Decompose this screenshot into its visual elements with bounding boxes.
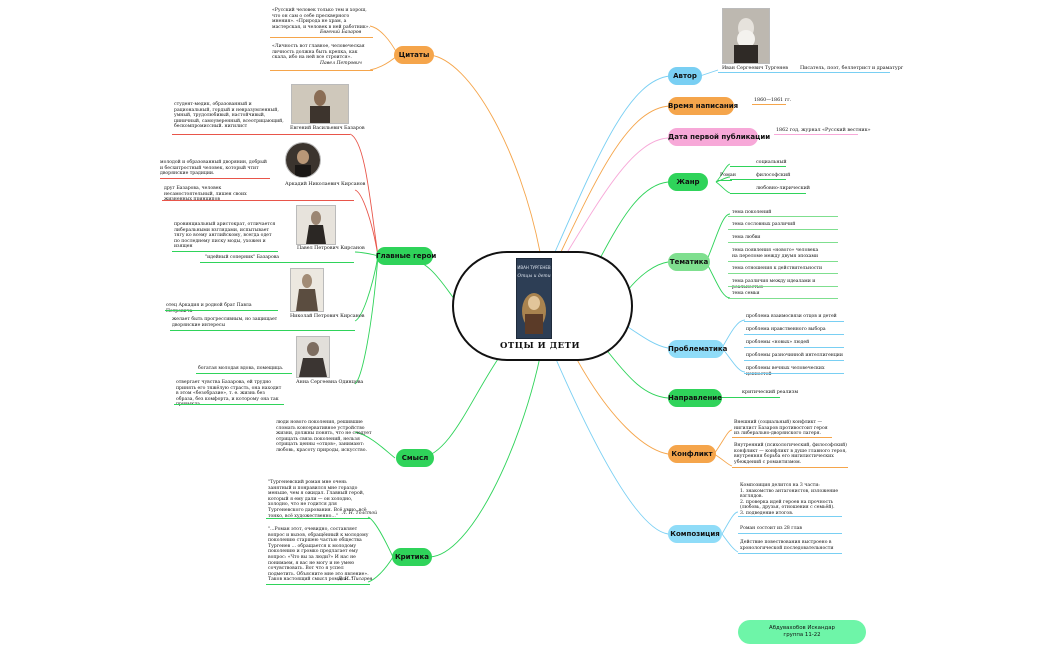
node-problems[interactable]: Проблематика (668, 340, 727, 358)
portrait-bazarov (291, 84, 349, 124)
theme-5: тема отношения к действительности (732, 266, 823, 271)
genre-sub-2: философский (756, 173, 791, 178)
desc-odintsova-1: богатая молодая вдова, помещица. (198, 366, 284, 371)
portrait-turgenev (722, 8, 770, 64)
caption-bazarov: Евгений Васильевич Базаров (290, 126, 365, 131)
portrait-nikolai (290, 268, 324, 312)
cover-author: ИВАН ТУРГЕНЕВ (517, 265, 551, 270)
caption-odintsova: Анна Сергеевна Одинцова (296, 380, 364, 385)
author-name: Иван Сергеевич Тургенев (722, 66, 789, 71)
portrait-pavel (296, 205, 336, 245)
link-quotes (429, 54, 541, 253)
node-meaning[interactable]: Смысл (396, 449, 434, 467)
desc-nikolai-2: желает быть прогрессивным, но защищает д… (172, 317, 278, 328)
genre-value: Роман (720, 173, 736, 178)
book-cover-image: ИВАН ТУРГЕНЕВ Отцы и дети (516, 258, 552, 339)
link-critics (429, 356, 541, 558)
link-meaning (419, 355, 501, 459)
theme-4: тема появления «нового» человека на пере… (732, 248, 819, 259)
caption-arkady: Аркадий Николаевич Кирсанов (285, 182, 366, 187)
node-first-published[interactable]: Дата первой публикации (668, 128, 770, 146)
central-title: ОТЦЫ И ДЕТИ (500, 341, 580, 351)
theme-1: тема поколений (732, 210, 772, 215)
problem-3: проблемы «новых» людей (746, 340, 810, 345)
genre-sub-1: социальный (756, 160, 787, 165)
problem-2: проблема нравственного выбора (746, 327, 826, 332)
node-quotes[interactable]: Цитаты (394, 46, 434, 64)
critic-2-signature: Д. И. Писарев (338, 577, 373, 582)
link-published (564, 137, 669, 257)
link-composition (554, 356, 669, 535)
link-themes (627, 261, 669, 291)
link-problems (624, 324, 669, 349)
link-author (554, 75, 671, 253)
node-composition[interactable]: Композиция (668, 525, 722, 543)
conflict-internal: Внутренний (психологический, философский… (734, 443, 847, 465)
problem-1: проблема взаимосвязи отцов и детей (746, 314, 837, 319)
node-critics[interactable]: Критика (392, 548, 432, 566)
link-genre (594, 181, 669, 269)
genre-sub-3: любовно-лирический (756, 186, 811, 191)
desc-pavel-1: провинциальный аристократ, отличается ли… (174, 222, 276, 250)
quote-1: «Русский человек только тем и хорош, что… (272, 8, 371, 30)
author-credit[interactable]: Абдувахобов Искандар группа 11-22 (738, 620, 866, 644)
time-written-value: 1860—1861 гг. (754, 98, 792, 103)
desc-arkady-1: молодой и образованный дворянин, добрый … (160, 160, 267, 177)
critic-1: "Тургеневский роман мне очень занятный и… (268, 480, 367, 519)
composition-parts: Композиция делится на 3 части: 1. знаком… (740, 483, 839, 516)
critic-2: "...Роман этот, очевидно, составляет воп… (268, 527, 369, 583)
node-genre[interactable]: Жанр (668, 173, 708, 191)
theme-6: тема различия между идеалами и реальност… (732, 279, 816, 290)
conflict-external: Внешний (социальный) конфликт — нигилист… (734, 420, 828, 437)
desc-bazarov: студент-медик, образованный и рациональн… (174, 102, 284, 130)
meaning-text: люди нового поколения, решившие сломать … (276, 420, 372, 453)
node-conflict[interactable]: Конфликт (668, 445, 716, 463)
quote-2: «Личность вот главное, человеческая личн… (272, 44, 365, 61)
problem-5: проблемы вечных человеческих ценностей (746, 366, 825, 377)
critic-1-signature: Л. Н. Толстой (342, 511, 378, 516)
node-main-heroes[interactable]: Главные герои (376, 247, 436, 265)
node-themes[interactable]: Тематика (668, 253, 710, 271)
credit-name: Абдувахобов Искандар (769, 625, 835, 631)
theme-7: тема семьи (732, 291, 760, 296)
composition-chronology: Действие повествования выстроено в хроно… (740, 540, 834, 551)
caption-nikolai: Николай Петрович Кирсанов (290, 314, 365, 319)
portrait-odintsova (296, 336, 330, 378)
theme-3: тема любви (732, 235, 761, 240)
link-written (559, 105, 671, 255)
credit-group: группа 11-22 (783, 632, 821, 638)
cover-title: Отцы и дети (517, 273, 550, 279)
desc-nikolai-1: отец Аркадия и родной брат Павла Петрови… (166, 303, 252, 314)
composition-chapters: Роман состоит из 28 глав (740, 526, 802, 531)
desc-pavel-2: "идейный соперник" Базарова (205, 255, 280, 260)
link-direction (604, 347, 669, 399)
theme-2: тема сословных различий (732, 222, 796, 227)
node-time-written[interactable]: Время написания (668, 97, 738, 115)
first-published-value: 1862 год, журнал «Русский вестник» (776, 128, 871, 133)
author-role: Писатель, поэт, беллетрист и драматург (800, 66, 904, 71)
desc-arkady-2: друг Базарова, человек несамостоятельный… (164, 186, 247, 203)
portrait-arkady (285, 142, 321, 178)
quote-2-signature: Павел Петрович (320, 61, 362, 66)
problem-4: проблемы разночинной интеллигенции (746, 353, 843, 358)
caption-pavel: Павел Петрович Кирсанов (297, 246, 365, 251)
link-conflict (574, 355, 669, 455)
direction-value: критический реализм (742, 390, 799, 395)
quote-1-signature: Евгений Базаров (320, 30, 362, 35)
node-direction[interactable]: Направление (668, 389, 722, 407)
node-author[interactable]: Автор (668, 67, 702, 85)
